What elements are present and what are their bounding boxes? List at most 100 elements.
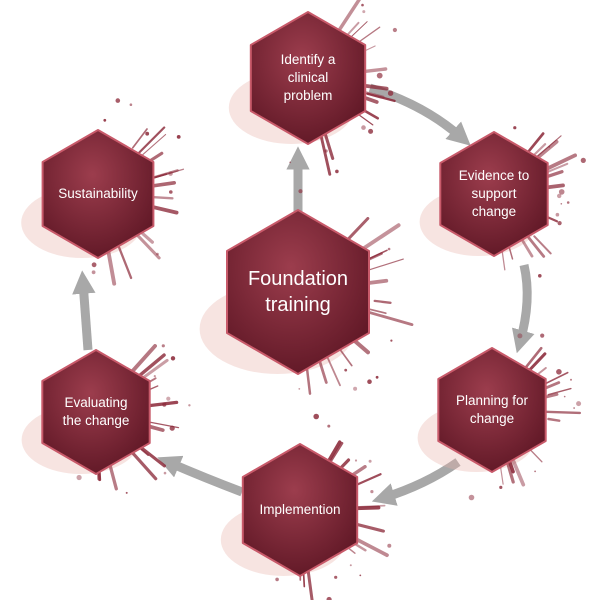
splash-droplet [359, 574, 362, 577]
splash-droplet [161, 344, 165, 348]
splash-droplet [298, 189, 303, 194]
splash-droplet [324, 149, 328, 153]
hexagon-nodes [41, 11, 549, 577]
splash-droplet [361, 125, 366, 130]
hex-node-sustainability [41, 129, 155, 259]
splash-droplet [387, 247, 391, 251]
arrow-evaluating-to-sustainability [72, 270, 96, 351]
splash-droplet [538, 274, 542, 278]
splash-droplet [115, 98, 121, 103]
splash-streak [373, 299, 392, 304]
splash-streak [141, 232, 154, 244]
splash-streak [501, 249, 506, 271]
splash-streak [534, 139, 559, 161]
splash-droplet [162, 402, 167, 407]
splash-streak [325, 353, 341, 387]
arrow-evidence-to-planning [511, 263, 535, 354]
hex-node-planning [437, 347, 547, 473]
splash-droplet [275, 577, 279, 582]
splash-streak [364, 84, 389, 91]
splash-droplet [313, 413, 320, 420]
splash-droplet [367, 379, 372, 385]
cycle-arrows [72, 83, 535, 506]
splash-droplet [170, 356, 176, 361]
splash-droplet [335, 169, 339, 174]
splash-droplet [188, 404, 191, 407]
splash-droplet [166, 396, 171, 401]
splash-streak [547, 417, 561, 422]
splash-streak [351, 535, 389, 558]
splash-droplet [557, 221, 562, 226]
splash-droplet [560, 203, 563, 205]
splash-droplet [513, 126, 517, 130]
splash-streak [150, 169, 179, 180]
splash-streak [319, 131, 332, 176]
splash-droplet [558, 189, 565, 195]
splash-droplet [390, 339, 393, 342]
splash-streak [130, 344, 157, 374]
splash-droplet [344, 368, 348, 372]
splash-droplet [557, 193, 562, 199]
hex-node-identify [249, 11, 367, 145]
splash-droplet [169, 190, 173, 194]
splash-droplet [362, 10, 366, 14]
splash-droplet [76, 474, 82, 481]
splash-streak [352, 473, 382, 488]
splash-droplet [368, 459, 372, 463]
splash-droplet [334, 575, 338, 579]
splash-droplet [129, 103, 133, 106]
splash-streak [151, 181, 176, 188]
splash-droplet [375, 375, 379, 379]
splash-droplet [576, 401, 582, 407]
splash-droplet [91, 262, 97, 268]
arrow-identify-to-evidence [368, 83, 471, 146]
splash-droplet [145, 131, 150, 136]
splash-streak [339, 349, 353, 367]
hex-node-implementation [241, 443, 359, 577]
splash-streak [137, 126, 166, 154]
splash-droplet [566, 201, 570, 204]
splash-droplet [289, 161, 292, 164]
splash-droplet [103, 118, 107, 122]
splash-streak [146, 424, 165, 432]
splash-droplet [163, 471, 167, 475]
splash-droplet [125, 491, 128, 494]
splash-droplet [176, 135, 181, 139]
splash-streak [547, 387, 572, 396]
arrow-planning-to-implementation [371, 458, 461, 506]
splash-droplet [563, 395, 566, 398]
splash-droplet [326, 596, 332, 600]
arrow-implementation-to-evaluating [157, 455, 244, 497]
splash-droplet [573, 407, 575, 409]
splash-droplet [156, 252, 159, 256]
splash-streak [152, 196, 174, 200]
splash-streak [116, 243, 133, 280]
splash-droplet [361, 3, 364, 7]
hex-node-center [226, 209, 370, 375]
splash-droplet [517, 333, 523, 339]
hex-node-evaluating [41, 349, 151, 475]
splash-streak [139, 448, 149, 457]
splash-droplet [392, 27, 397, 33]
splash-droplet [540, 333, 545, 338]
splash-droplet [153, 375, 156, 378]
splash-streak [322, 129, 335, 160]
splash-droplet [354, 459, 358, 462]
splash-droplet [376, 72, 383, 79]
splash-droplet [91, 270, 96, 275]
splash-droplet [548, 146, 551, 148]
splash-droplet [534, 470, 536, 473]
hex-node-evidence [439, 131, 549, 257]
splash-streak [541, 410, 581, 415]
splash-droplet [298, 388, 301, 390]
splash-streak [533, 235, 552, 255]
splash-streak [368, 258, 404, 271]
splash-droplet [370, 490, 374, 494]
splash-streak [525, 234, 546, 258]
splash-streak [521, 239, 534, 258]
splash-streak [527, 132, 545, 153]
splash-droplet [556, 369, 562, 375]
splash-streak [337, 0, 361, 33]
